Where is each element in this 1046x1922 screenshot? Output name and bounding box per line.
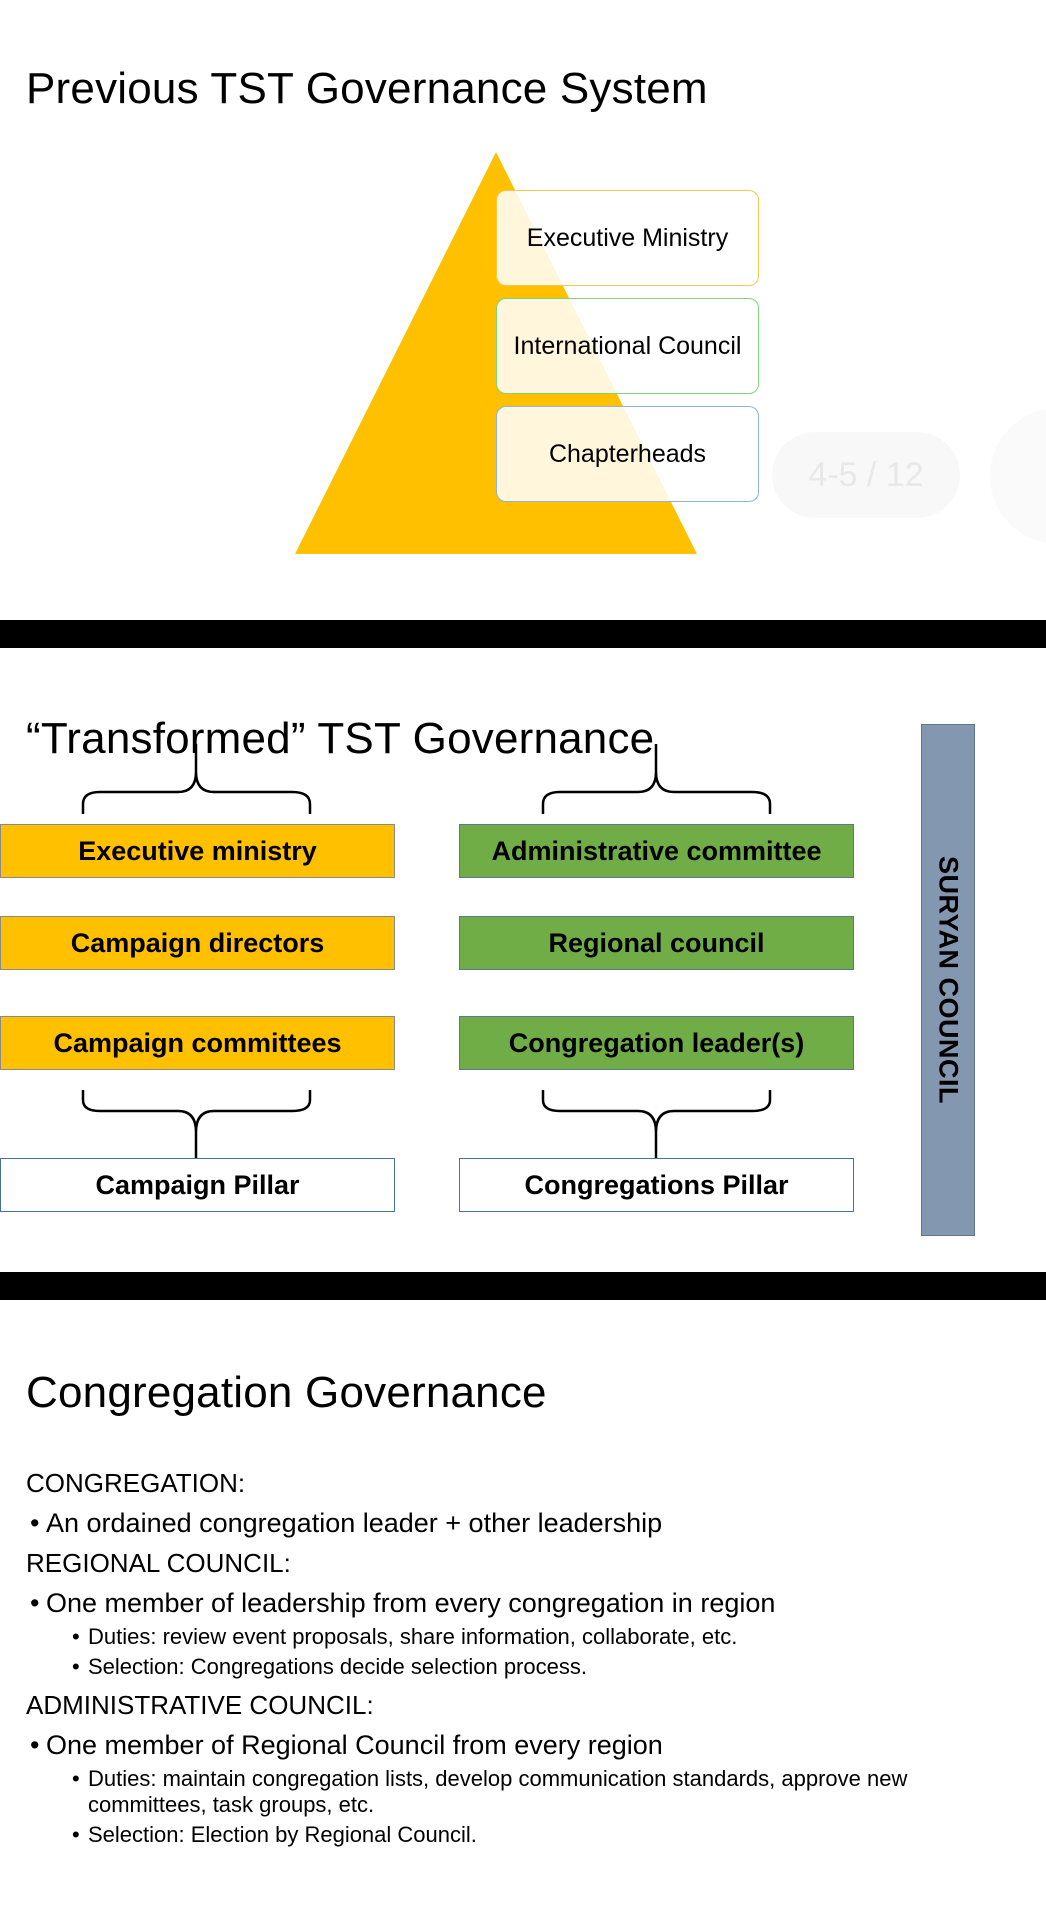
campaign-committees: Campaign committees [0, 1016, 395, 1070]
slide-divider [0, 1272, 1046, 1300]
regional-council-heading: REGIONAL COUNCIL: [26, 1548, 291, 1578]
suryan-council-label: SURYAN COUNCIL [933, 855, 964, 1105]
page-indicator: 4-5 / 12 [772, 432, 960, 518]
slide-title: Previous TST Governance System [26, 64, 708, 113]
list-item: •An ordained congregation leader + other… [30, 1508, 663, 1538]
bullet-icon: • [72, 1766, 80, 1791]
congregation-leaders: Congregation leader(s) [459, 1016, 854, 1070]
list-item: •One member of leadership from every con… [30, 1588, 776, 1618]
list-item: •Selection: Congregations decide selecti… [72, 1654, 587, 1679]
regional-council: Regional council [459, 916, 854, 970]
level-chapterheads: Chapterheads [496, 406, 759, 502]
congregation-heading: CONGREGATION: [26, 1468, 246, 1498]
level-executive-ministry: Executive Ministry [496, 190, 759, 286]
bullet-icon: • [30, 1508, 40, 1538]
list-item: •Duties: review event proposals, share i… [72, 1624, 738, 1649]
slide-title: “Transformed” TST Governance [26, 714, 655, 763]
bullet-icon: • [72, 1624, 80, 1649]
slide-previous-governance: Previous TST Governance System Executive… [0, 0, 1046, 620]
list-item: •Duties: maintain congregation lists, de… [72, 1766, 908, 1791]
campaign-pillar: Campaign Pillar [0, 1158, 395, 1212]
list-item-continuation: committees, task groups, etc. [88, 1792, 375, 1817]
bullet-icon: • [30, 1588, 40, 1618]
bullet-icon: • [72, 1822, 80, 1847]
slide-congregation-governance: Congregation Governance CONGREGATION: •A… [0, 1300, 1046, 1922]
slide-title: Congregation Governance [26, 1368, 547, 1417]
campaign-directors: Campaign directors [0, 916, 395, 970]
edge-overlay [990, 408, 1046, 544]
slide-transformed-governance: “Transformed” TST Governance Executive m… [0, 648, 1046, 1272]
level-international-council: International Council [496, 298, 759, 394]
suryan-council-bar: SURYAN COUNCIL [921, 724, 975, 1236]
list-item: •Selection: Election by Regional Council… [72, 1822, 477, 1847]
congregations-pillar: Congregations Pillar [459, 1158, 854, 1212]
list-item: •One member of Regional Council from eve… [30, 1730, 663, 1760]
administrative-committee: Administrative committee [459, 824, 854, 878]
slide-divider [0, 620, 1046, 648]
administrative-council-heading: ADMINISTRATIVE COUNCIL: [26, 1690, 374, 1720]
bullet-icon: • [72, 1654, 80, 1679]
bullet-icon: • [30, 1730, 40, 1760]
campaign-executive-ministry: Executive ministry [0, 824, 395, 878]
